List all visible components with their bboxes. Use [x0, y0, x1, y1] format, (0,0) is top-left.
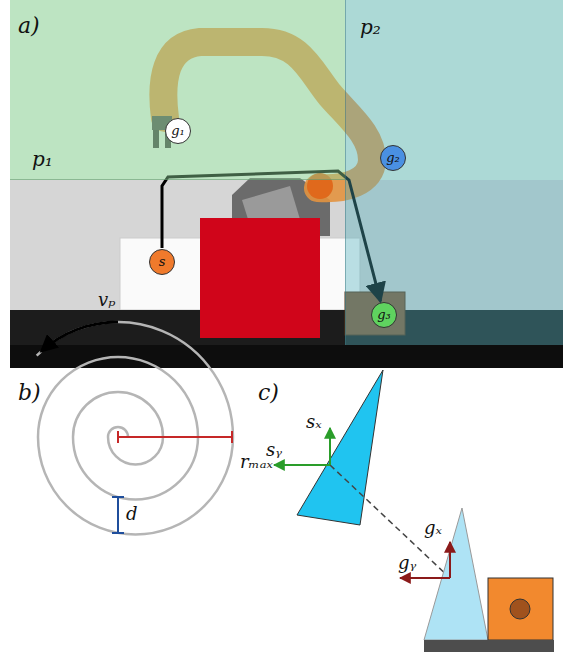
box-marker — [510, 599, 530, 619]
goal-marker: g₃ — [371, 302, 397, 328]
axis-label: gₓ — [424, 518, 442, 538]
region-band: p₁ g₁ — [10, 0, 345, 180]
start-marker: s — [149, 249, 175, 275]
axis-x — [449, 542, 451, 578]
marker-label: s — [159, 255, 166, 269]
orange-box — [488, 578, 553, 640]
region-band: p₂ g₂ g₃ — [345, 0, 563, 345]
velocity-arrow — [41, 322, 118, 352]
spacing-label: d — [126, 504, 138, 524]
panel-letter: b) — [18, 381, 41, 405]
axis-x — [329, 428, 331, 465]
radius-tick — [231, 431, 233, 443]
base-plate — [424, 640, 554, 652]
spacing-tick — [112, 532, 124, 534]
wedge-goal — [424, 508, 488, 640]
axis-label: sᵧ — [266, 440, 282, 460]
axis-y — [274, 464, 330, 466]
radius-tick — [117, 431, 119, 443]
marker-label: g₃ — [377, 308, 391, 322]
offset-line — [330, 465, 450, 578]
axis-label: gᵧ — [398, 553, 416, 573]
goal-marker: g₁ — [165, 118, 191, 144]
axis-label: sₓ — [306, 412, 322, 432]
spacing-tick — [112, 496, 124, 498]
red-obstacle — [200, 218, 320, 338]
spiral-path — [37, 322, 233, 534]
axis-y — [400, 577, 450, 579]
region-label: p₁ — [32, 148, 53, 170]
goal-marker: g₂ — [380, 145, 406, 171]
radius-bar — [118, 436, 232, 438]
panel-letter: c) — [258, 381, 279, 405]
marker-label: g₁ — [171, 124, 185, 138]
region-label: p₂ — [360, 16, 381, 38]
marker-label: g₂ — [386, 151, 400, 165]
panel-letter: a) — [18, 14, 40, 38]
spacing-bar — [117, 497, 119, 533]
floor-edge — [10, 345, 563, 368]
velocity-label: vₚ — [98, 290, 115, 310]
